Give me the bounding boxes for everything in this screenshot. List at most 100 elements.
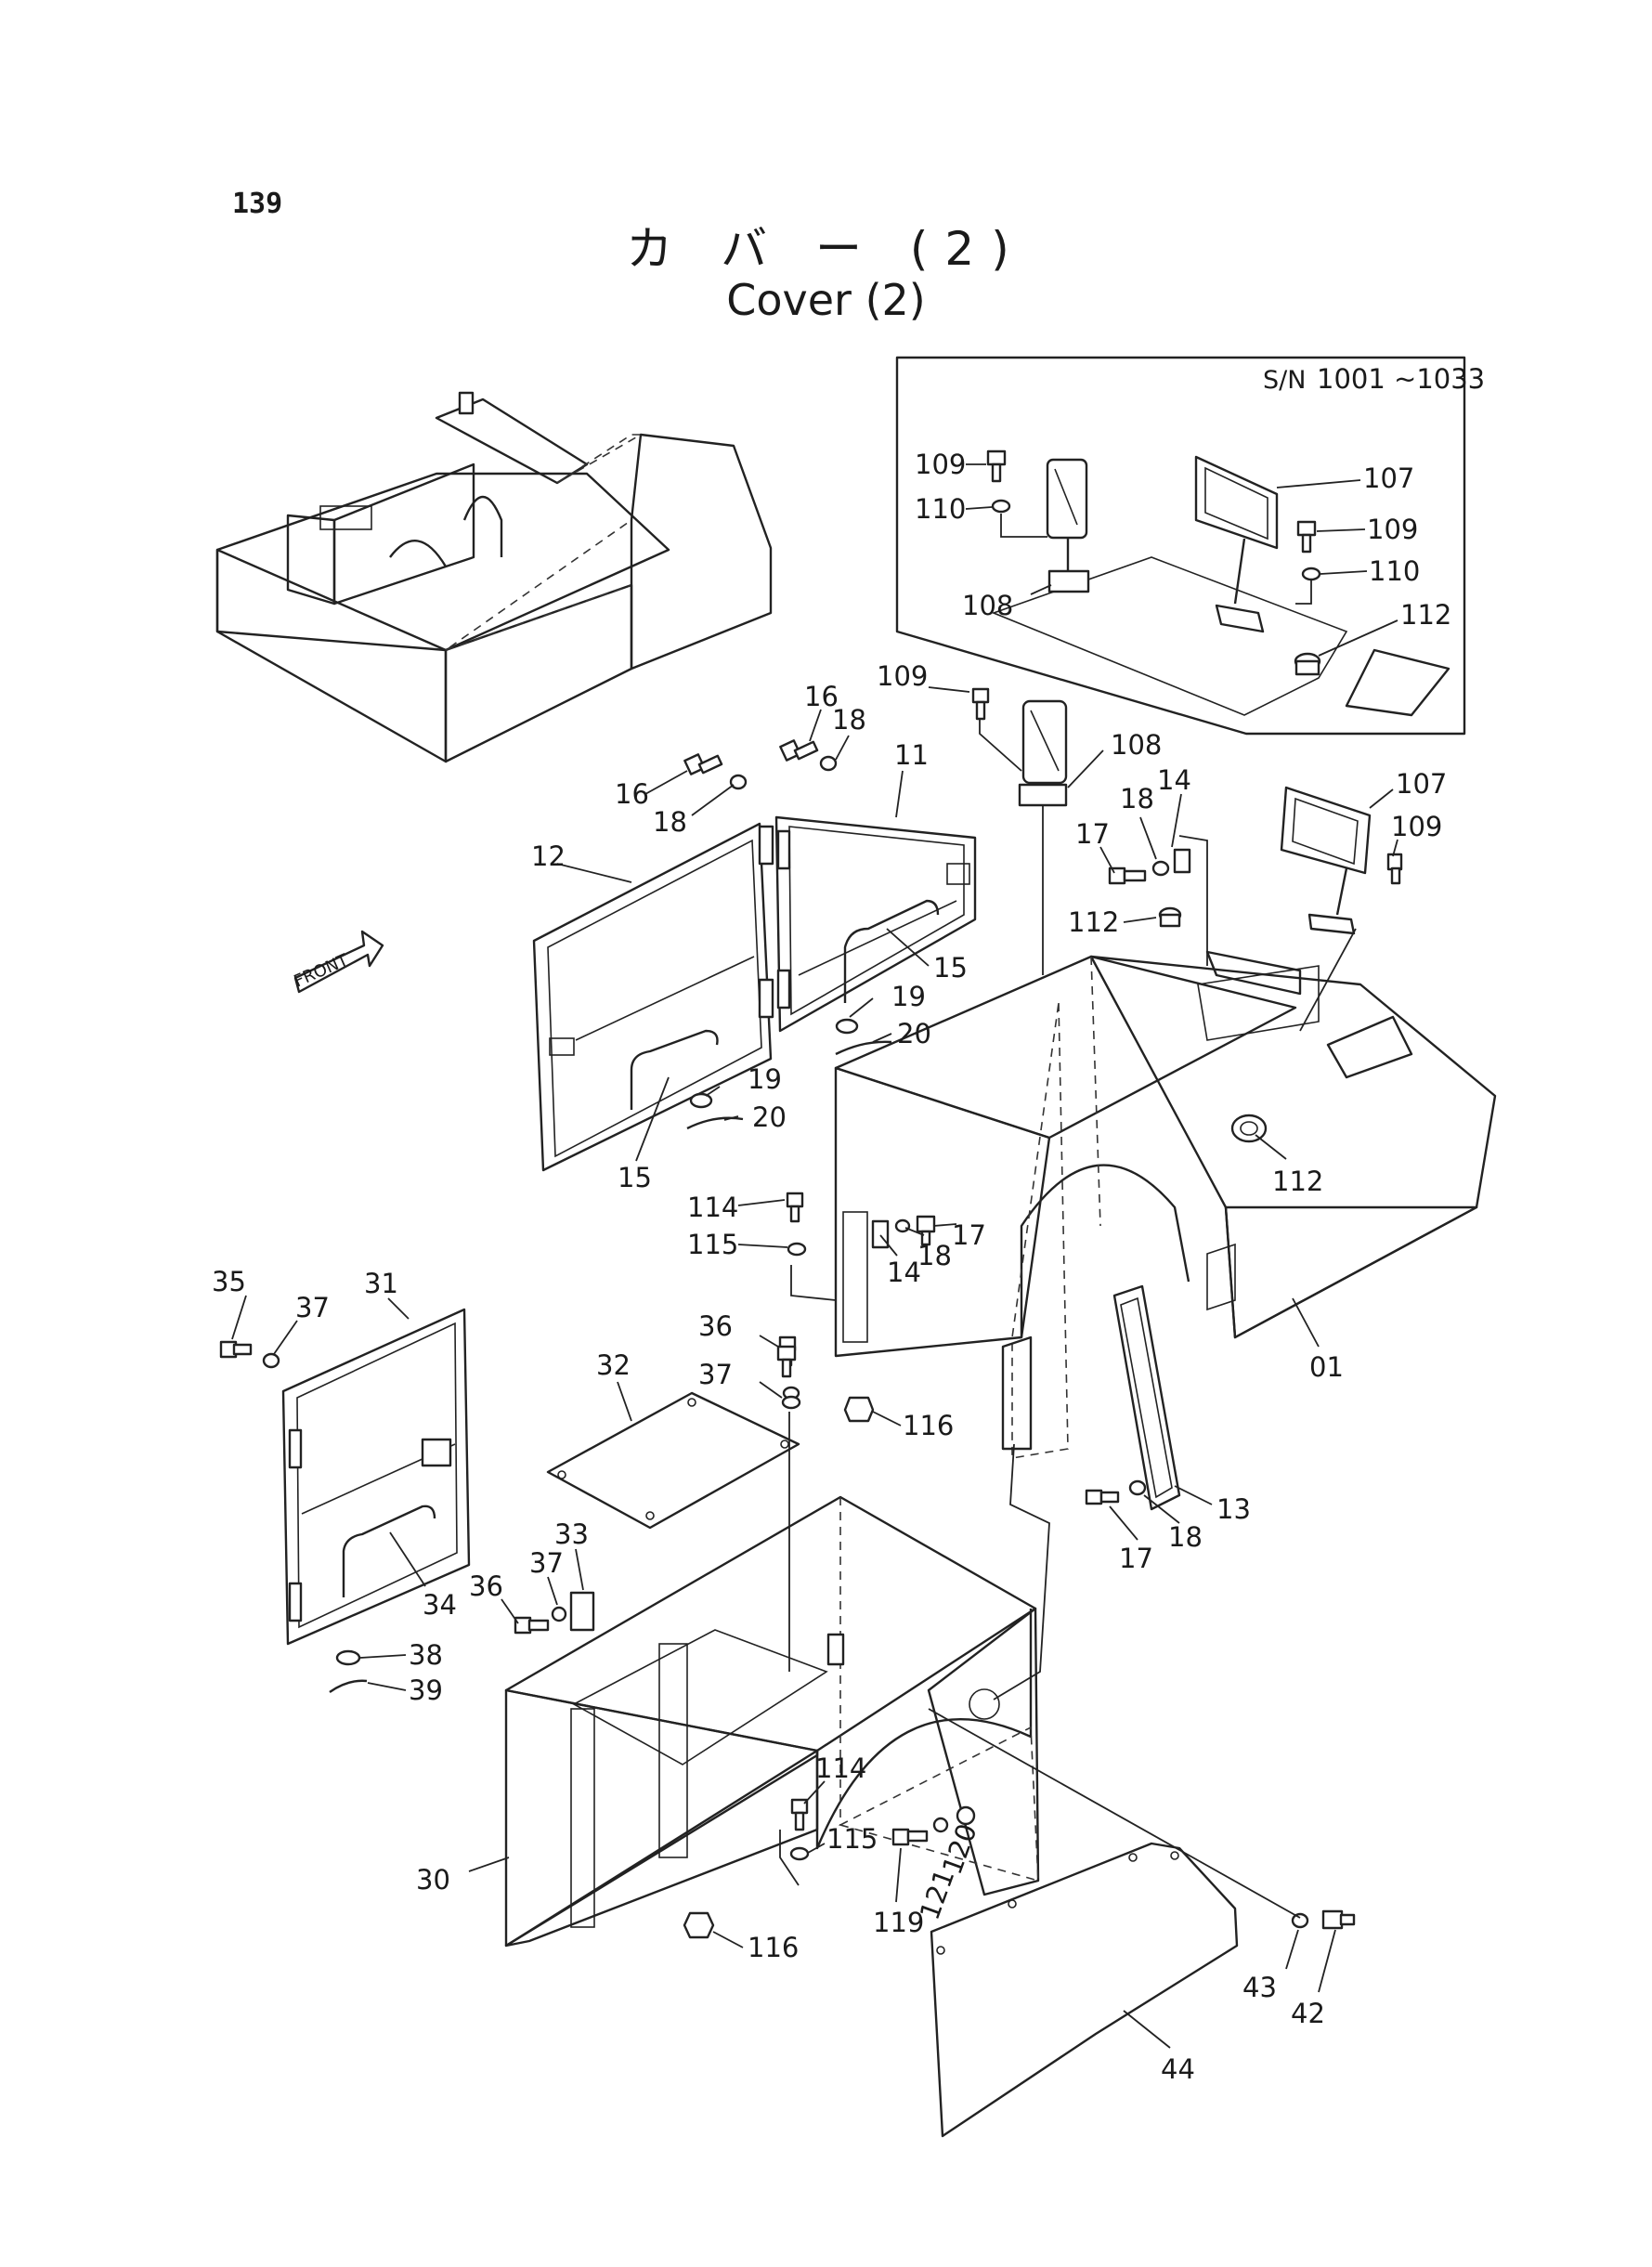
frame-30: [504, 1495, 1040, 1948]
hinge-icon: [776, 829, 791, 870]
bolt-icon: [786, 1192, 804, 1223]
callout-33: 33: [554, 1518, 589, 1550]
callout-109: 109: [1391, 811, 1442, 842]
callout-19: 19: [748, 1063, 782, 1095]
washer-icon: [781, 1395, 801, 1410]
washer-icon: [1291, 1912, 1309, 1929]
callout-108: 108: [962, 590, 1013, 621]
washer-icon: [1151, 860, 1170, 877]
washer-icon: [819, 755, 838, 772]
callout-01: 01: [1309, 1351, 1344, 1383]
callout-44: 44: [1161, 2053, 1195, 2085]
catch-icon: [871, 1219, 890, 1249]
callout-20: 20: [897, 1018, 931, 1049]
bolt-icon: [683, 753, 723, 775]
washer-icon: [551, 1606, 567, 1622]
callout-109: 109: [915, 449, 966, 480]
callout-18: 18: [653, 806, 687, 838]
panel-13: [1112, 1284, 1181, 1511]
washer-icon: [262, 1352, 280, 1369]
callout-39: 39: [409, 1674, 443, 1706]
callout-18: 18: [832, 704, 866, 736]
callout-18: 18: [1168, 1521, 1203, 1553]
nut-icon: [843, 1396, 875, 1423]
callout-107: 107: [1396, 768, 1447, 800]
callout-109: 109: [1367, 514, 1418, 545]
callout-13: 13: [1216, 1493, 1251, 1525]
bolt-icon: [219, 1340, 253, 1359]
callout-119: 119: [873, 1907, 924, 1938]
callout-20: 20: [752, 1101, 787, 1133]
callout-42: 42: [1291, 1998, 1325, 2029]
mirror-bracket-icon: [1047, 569, 1090, 593]
callout-32: 32: [596, 1349, 631, 1381]
cab-cover-01: [834, 950, 1497, 1459]
door-12: [532, 822, 774, 1172]
mirror-bracket-icon: [1018, 783, 1068, 807]
bolt-icon: [986, 449, 1007, 483]
callout-11: 11: [894, 739, 929, 771]
bolt-icon: [514, 1616, 550, 1635]
washer-icon: [1128, 1479, 1147, 1496]
callout-35: 35: [212, 1266, 246, 1297]
callout-14: 14: [1157, 764, 1191, 796]
callout-15: 15: [933, 952, 968, 984]
callout-34: 34: [423, 1589, 457, 1621]
large-mirror-icon: [1194, 455, 1279, 550]
door-11: [774, 815, 977, 1033]
bolt-icon: [1321, 1909, 1356, 1930]
callout-38: 38: [409, 1639, 443, 1671]
washer-icon: [729, 774, 748, 790]
callout-115: 115: [826, 1823, 878, 1855]
callouts-main: 109 16 18 11 108 107 16 18 14 12 18 109 …: [212, 660, 1447, 2085]
pin-icon: [835, 1040, 892, 1056]
callout-36: 36: [698, 1310, 733, 1342]
callout-16: 16: [804, 681, 839, 712]
callout-108: 108: [1111, 729, 1162, 761]
serial-inset: S/N 1001 ~1033 109 110 107 109 110: [895, 356, 1485, 736]
callout-17: 17: [1119, 1543, 1153, 1574]
catch-icon: [1173, 848, 1191, 874]
callout-109: 109: [877, 660, 928, 692]
callout-17: 17: [952, 1219, 986, 1251]
bolt-icon: [916, 1215, 936, 1246]
catch-icon: [569, 1591, 595, 1632]
callout-18: 18: [1120, 783, 1154, 814]
latch-icon: [421, 1438, 452, 1467]
callout-43: 43: [1242, 1972, 1277, 2003]
bolt-icon: [1108, 866, 1147, 885]
hinge-icon: [758, 825, 774, 866]
callout-114: 114: [815, 1752, 866, 1784]
hinge-icon: [776, 969, 791, 1010]
nut-icon: [683, 1911, 715, 1939]
hinge-icon: [288, 1428, 303, 1469]
bolt-icon: [971, 687, 990, 721]
washer-icon: [894, 1218, 911, 1233]
callout-112: 112: [1068, 906, 1119, 938]
assembly-lines: [779, 720, 1357, 1919]
hinge-icon: [288, 1582, 303, 1622]
callout-18: 18: [917, 1240, 952, 1271]
callout-115: 115: [687, 1229, 738, 1260]
callout-15: 15: [618, 1162, 652, 1193]
washer-icon: [991, 499, 1011, 514]
callout-116: 116: [748, 1932, 799, 1963]
page-number: 139: [232, 188, 283, 220]
callout-36: 36: [469, 1570, 503, 1602]
callout-17: 17: [1075, 818, 1110, 850]
bolt-icon: [779, 739, 819, 762]
pin-icon: [686, 1116, 744, 1130]
callout-16: 16: [615, 778, 649, 810]
callout-14: 14: [887, 1257, 921, 1288]
washer-icon: [789, 1846, 810, 1861]
title-english: Cover (2): [726, 275, 926, 325]
callout-37: 37: [295, 1292, 330, 1323]
large-mirror-icon: [1280, 786, 1372, 875]
inset-serial-range: 1001 ~1033: [1317, 363, 1485, 395]
washer-icon: [1301, 567, 1321, 581]
front-arrow: FRONT: [291, 930, 384, 994]
callout-112: 112: [1400, 599, 1451, 631]
callout-31: 31: [364, 1268, 398, 1299]
washer-icon: [932, 1817, 949, 1833]
